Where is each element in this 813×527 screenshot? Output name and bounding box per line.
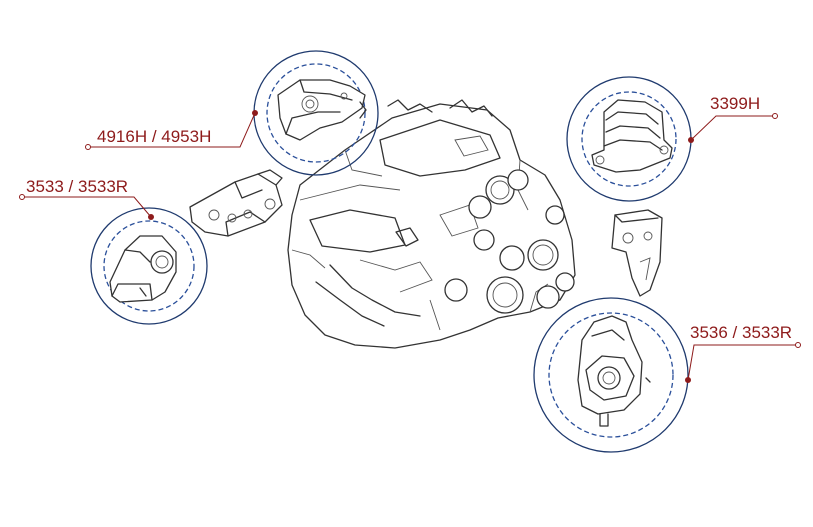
- callout-label-3399h: 3399H: [710, 94, 760, 113]
- transmission-housing: [287, 99, 576, 349]
- detail-ring: [533, 297, 689, 453]
- callout-label-4916h-4953h: 4916H / 4953H: [97, 127, 211, 146]
- detail-ring-dashed: [103, 220, 195, 312]
- detail-ring-dashed: [548, 312, 674, 438]
- callout-left: 3533 / 3533R: [19, 177, 208, 325]
- callout-top-right: 3399H: [566, 76, 778, 202]
- callout-label-3536-3533r: 3536 / 3533R: [690, 323, 792, 342]
- detail-ring: [90, 207, 208, 325]
- mount-part-3533: [109, 235, 177, 303]
- callout-label-3533-3533r: 3533 / 3533R: [26, 177, 128, 196]
- detail-ring-dashed: [266, 63, 366, 163]
- left-bracket-loose: [189, 169, 283, 237]
- mount-part-3536: [577, 315, 651, 427]
- mount-part-4916h: [277, 79, 367, 141]
- callout-top-left: 4916H / 4953H: [85, 50, 379, 176]
- mount-part-3399h: [591, 99, 673, 173]
- right-bracket-loose: [611, 209, 663, 297]
- callout-bottom-right: 3536 / 3533R: [533, 297, 801, 453]
- detail-ring-dashed: [581, 91, 677, 187]
